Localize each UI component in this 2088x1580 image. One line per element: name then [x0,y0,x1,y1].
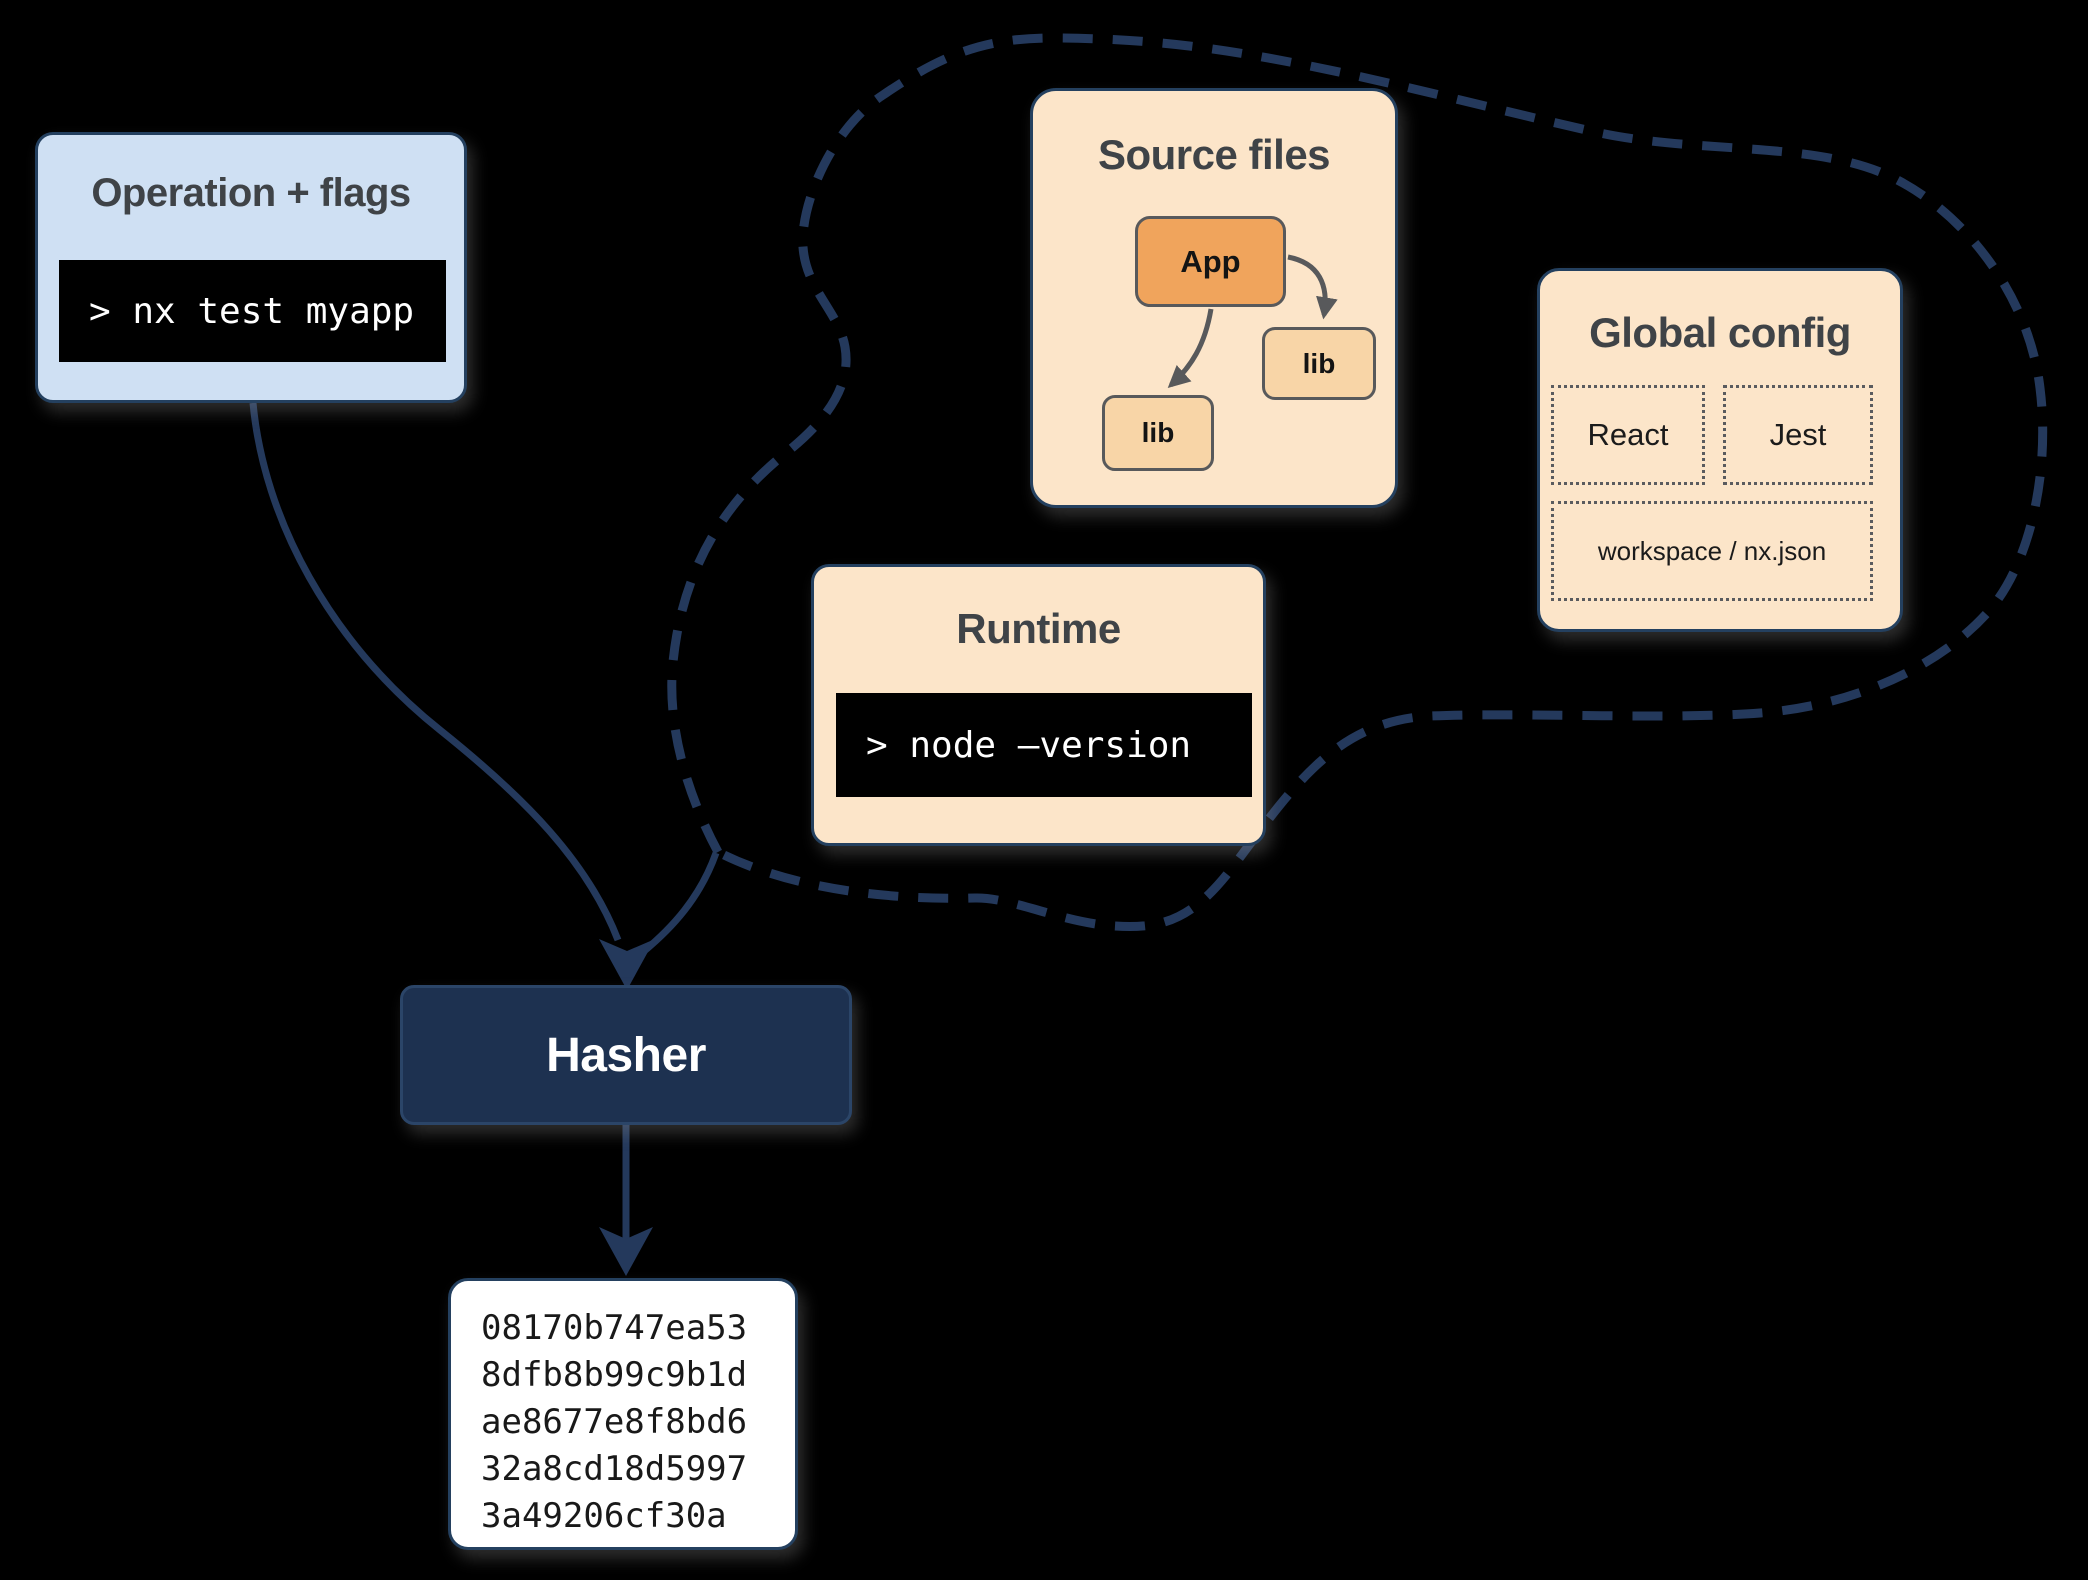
lib-right-node-label: lib [1302,347,1336,379]
graph-node-lib-left: lib [1102,395,1214,471]
arrow-cloud-to-hasher [640,851,720,955]
hash-line: 3a49206cf30a [481,1496,727,1536]
source-files-title: Source files [1097,131,1331,178]
hash-line: 08170b747ea53 [481,1308,748,1348]
runtime-box: Runtime > node –version [811,564,1266,846]
graph-node-lib-right: lib [1262,327,1376,400]
source-files-box: Source files App lib lib [1030,88,1398,508]
lib-left-node-label: lib [1141,417,1175,448]
runtime-terminal: > node –version [836,693,1252,797]
operation-terminal: > nx test myapp [59,260,446,362]
config-item-jest-label: Jest [1769,417,1827,452]
runtime-command: > node –version [866,724,1192,766]
config-item-react-label: React [1587,417,1669,452]
hasher-box: Hasher [400,985,852,1125]
operation-flags-box: Operation + flags > nx test myapp [35,132,467,403]
operation-command: > nx test myapp [89,290,415,332]
runtime-title: Runtime [956,605,1121,652]
hash-line: 32a8cd18d5997 [481,1449,748,1489]
config-item-react: React [1551,385,1705,485]
edge-app-to-lib-left [1167,308,1214,388]
config-item-jest: Jest [1723,385,1873,485]
app-node-label: App [1180,243,1241,279]
graph-node-app: App [1135,216,1286,307]
hash-output-box: 08170b747ea53 8dfb8b99c9b1d ae8677e8f8bd… [448,1278,798,1550]
hash-line: 8dfb8b99c9b1d [481,1355,748,1395]
hasher-label: Hasher [546,1028,706,1082]
config-item-workspace: workspace / nx.json [1551,501,1873,601]
hash-line: ae8677e8f8bd6 [481,1402,748,1442]
config-item-workspace-label: workspace / nx.json [1597,535,1827,566]
global-config-title: Global config [1589,309,1851,356]
edge-app-to-lib-right [1287,254,1338,320]
arrow-operation-to-hasher [249,402,622,942]
source-graph-edges [1167,254,1338,388]
arrowhead-into-hasher [599,939,655,990]
arrowhead-into-hash [599,1227,653,1276]
cloud-outline [667,33,2048,931]
operation-flags-title: Operation + flags [91,171,411,215]
global-config-box: Global config React Jest workspace / nx.… [1537,268,1903,632]
